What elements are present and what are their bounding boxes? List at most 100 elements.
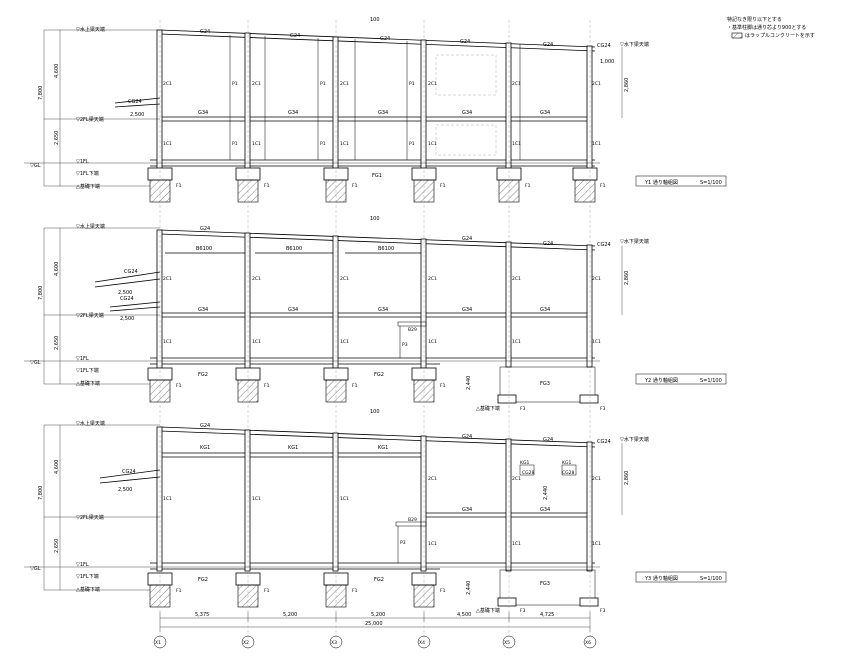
level-floor1: ▽1FL (76, 356, 89, 362)
grid-bubble-x6 (583, 635, 597, 649)
member-label: G24 (460, 39, 470, 45)
notes-title: 特記なき限り以下とする (727, 16, 782, 23)
member-label: KG1 (200, 445, 210, 451)
member-label: G24 (462, 434, 472, 440)
member-label: F1 (525, 183, 531, 189)
member-label: P1 (320, 141, 326, 147)
member-label: CG24 (597, 43, 611, 49)
elevation-y3: ▽水上梁天端 ▽2FL梁天端 ▽1FL ▽GL ▽1FL下端 △基礎下端 ▽水下… (24, 409, 727, 614)
member-label: B29 (408, 517, 417, 523)
member-label: CG24 (120, 296, 134, 302)
member-label: 2C1 (428, 81, 437, 87)
member-label: 1C1 (428, 339, 437, 345)
member-label: KG1 (520, 460, 529, 466)
level-roof-low: ▽水下梁天端 (620, 238, 649, 245)
member-label: 2C1 (428, 276, 437, 282)
column (420, 39, 427, 176)
member-label: 2C1 (340, 81, 349, 87)
member-label: FG2 (374, 577, 384, 583)
posts-y1 (229, 35, 521, 160)
member-label: KG1 (288, 445, 298, 451)
member-label: G34 (288, 307, 298, 313)
level-floor2: ▽2FL梁天端 (76, 514, 104, 521)
member-label: F1 (440, 183, 446, 189)
level-floor1-low: ▽1FL下端 (76, 367, 99, 374)
member-label: B6100 (286, 246, 302, 252)
dim-canopy: 2,500 (118, 290, 132, 296)
member-label: FG2 (198, 577, 208, 583)
level-footing: △基礎下端 (76, 586, 100, 593)
member-label: FG2 (198, 372, 208, 378)
member-label: 1C1 (512, 339, 521, 345)
member-label: G34 (462, 307, 472, 313)
level-roof-low: ▽水下梁天端 (620, 41, 649, 48)
member-label: G24 (380, 36, 390, 42)
column (586, 45, 593, 176)
member-label: G34 (288, 110, 298, 116)
member-label: 1C1 (163, 141, 172, 147)
member-label: F3 (520, 406, 526, 412)
grid-bubble-x3 (329, 635, 343, 649)
dim-span: 4,500 (457, 612, 471, 618)
member-label: 2C1 (512, 476, 521, 482)
level-roof-high: ▽水上梁天端 (76, 420, 105, 427)
level-footing: △基礎下端 (76, 183, 100, 190)
section-title-box (635, 571, 727, 583)
level-floor1-low: ▽1FL下端 (76, 573, 99, 580)
level-roof-low: ▽水下梁天端 (620, 436, 649, 443)
dim-total-span: 25,000 (365, 621, 383, 627)
dim-span: 5,200 (371, 612, 385, 618)
member-label: G34 (462, 110, 472, 116)
member-label: F3 (600, 406, 606, 412)
member-label: 2C1 (592, 81, 601, 87)
member-label: P3 (402, 342, 408, 348)
column (505, 42, 512, 176)
member-label: P3 (400, 540, 406, 546)
member-label: F1 (176, 183, 182, 189)
canopy (114, 97, 161, 104)
member-label: 1C1 (428, 541, 437, 547)
member-label: B6100 (378, 246, 394, 252)
member-label: 1C1 (340, 496, 349, 502)
level-footing-deep: △基礎下端 (476, 607, 500, 614)
member-label: 1C1 (340, 339, 349, 345)
dim-right: 2,860 (624, 78, 630, 92)
lap-concrete-legend-swatch (731, 32, 743, 39)
grid-label: X1 (155, 640, 161, 646)
grid-bubble-x2 (241, 635, 255, 649)
column (156, 29, 163, 176)
dim-floor-height: 2,650 (54, 336, 60, 350)
member-label: F1 (176, 588, 182, 594)
member-label: G24 (543, 241, 553, 247)
member-label: 2C1 (252, 81, 261, 87)
dim-span: 5,375 (195, 612, 209, 618)
member-label: F1 (352, 588, 358, 594)
grid-label: X3 (331, 640, 337, 646)
section-title-y3: Y3 通り軸組図 (644, 575, 678, 582)
level-floor1: ▽1FL (76, 562, 89, 568)
dim-canopy: 2,500 (130, 112, 144, 118)
dim-total-height: 7,800 (38, 86, 44, 100)
level-gl: ▽GL (30, 360, 41, 366)
member-label: 2C1 (163, 81, 172, 87)
member-label: G24 (290, 33, 300, 39)
dim-right: 2,860 (624, 271, 630, 285)
member-label: G34 (540, 507, 550, 513)
member-label: F1 (176, 383, 182, 389)
member-label: F1 (440, 588, 446, 594)
member-label: P1 (232, 141, 238, 147)
member-label: F1 (600, 183, 606, 189)
member-label: F1 (352, 383, 358, 389)
member-label: 2C1 (512, 81, 521, 87)
level-floor2: ▽2FL梁天端 (76, 312, 104, 319)
dim-deep: 2,440 (466, 581, 472, 595)
level-floor2: ▽2FL梁天端 (76, 116, 104, 123)
level-floor1-low: ▽1FL下端 (76, 170, 99, 177)
member-label: KG1 (562, 460, 571, 466)
level-roof-high: ▽水上梁天端 (76, 223, 105, 230)
level-gl: ▽GL (30, 163, 41, 169)
level-footing: △基礎下端 (76, 380, 100, 387)
member-label: CG28 (522, 470, 534, 476)
member-label: 1C1 (340, 141, 349, 147)
